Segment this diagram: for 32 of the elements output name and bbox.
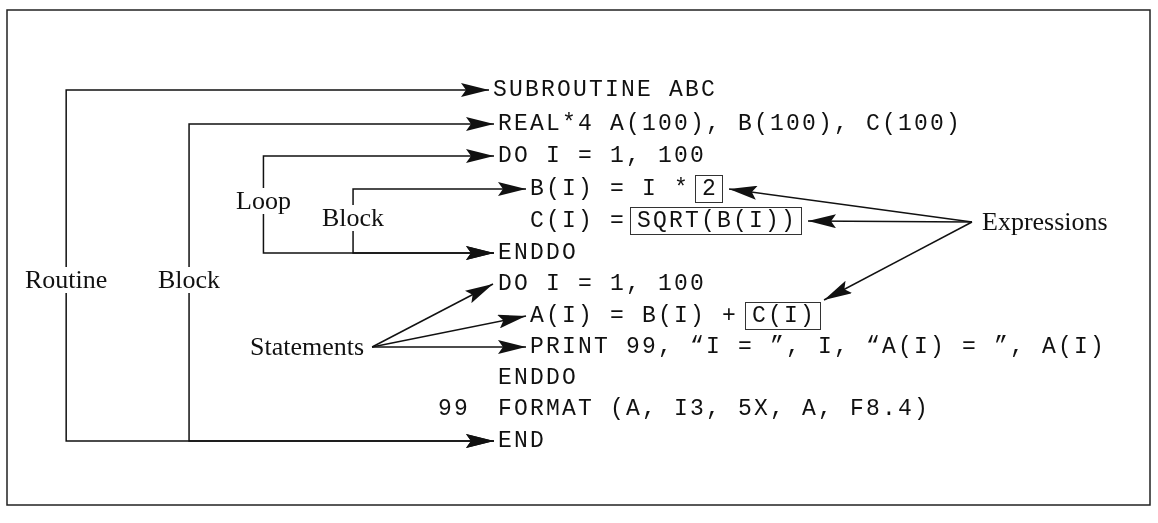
- code-line: SUBROUTINE ABC: [493, 75, 718, 105]
- arrow: [65, 83, 490, 268]
- expression-box: 2: [695, 175, 723, 203]
- bracket-label: Loop: [236, 186, 291, 216]
- bracket-label: Block: [322, 203, 385, 233]
- code-line: REAL*4 A(100), B(100), C(100): [498, 109, 963, 139]
- arrow: [352, 230, 495, 260]
- arrow: [371, 340, 527, 354]
- code-line: C(I) =: [530, 207, 626, 236]
- arrow: [371, 283, 494, 348]
- code-line: ENDDO: [498, 364, 578, 393]
- bracket-label: Routine: [25, 265, 108, 295]
- code-line: ENDDO: [498, 238, 578, 268]
- expression-box: C(I): [745, 302, 821, 330]
- arrow: [823, 221, 973, 301]
- arrow: [262, 149, 495, 189]
- arrow: [807, 214, 973, 229]
- code-line: END: [498, 426, 546, 456]
- code-line: PRINT 99, “I = ”, I, “A(I) = ”, A(I): [530, 332, 1107, 362]
- code-line: FORMAT (A, I3, 5X, A, F8.4): [498, 395, 931, 424]
- arrow: [188, 117, 495, 268]
- bracket-label: Block: [158, 265, 221, 295]
- line-number: 99: [438, 395, 470, 424]
- code-line: A(I) = B(I) +: [530, 301, 739, 331]
- callout-label: Statements: [250, 332, 365, 362]
- code-line: DO I = 1, 100: [498, 141, 707, 171]
- code-line: DO I = 1, 100: [498, 269, 707, 299]
- arrow: [188, 292, 495, 448]
- code-line: B(I) = I *: [530, 174, 691, 204]
- arrow: [352, 182, 527, 206]
- expression-box: SQRT(B(I)): [630, 207, 803, 235]
- callout-label: Expressions: [982, 207, 1108, 237]
